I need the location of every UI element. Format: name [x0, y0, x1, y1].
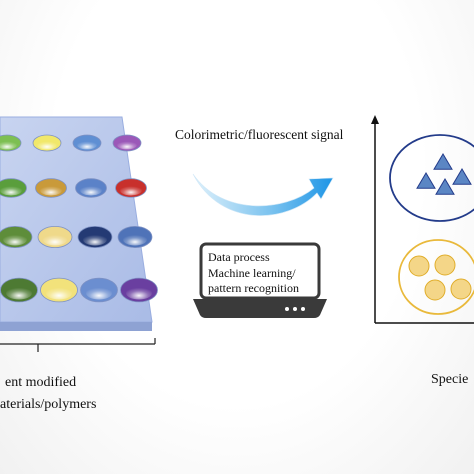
array-label-line-1: ent modified — [5, 375, 77, 390]
well-3-1 — [0, 226, 33, 248]
sensor-array-plate — [0, 116, 158, 331]
laptop-line-2: Machine learning/ — [208, 265, 296, 280]
circle-marker-4 — [450, 278, 472, 300]
array-label-line-2: aterials/polymers — [0, 397, 97, 412]
well-1-2 — [32, 134, 62, 152]
well-1-1 — [0, 134, 22, 152]
triangle-marker-3 — [435, 178, 455, 195]
well-2-1 — [0, 178, 27, 198]
well-4-3 — [80, 277, 118, 303]
well-2-2 — [35, 178, 67, 198]
array-bracket — [0, 338, 156, 352]
species-label: Specie — [431, 372, 469, 387]
species-group-triangles — [389, 134, 474, 222]
plot-axes — [374, 122, 474, 324]
circle-marker-2 — [434, 254, 456, 276]
species-group-circles — [398, 239, 474, 315]
well-1-3 — [72, 134, 102, 152]
well-4-1 — [0, 277, 38, 303]
laptop-screen-text: Data process Machine learning/ pattern r… — [208, 250, 299, 297]
well-2-3 — [75, 178, 107, 198]
triangle-marker-4 — [452, 168, 472, 185]
plate-side-edge — [0, 322, 152, 331]
laptop-line-1: Data process — [208, 250, 270, 264]
signal-label: Colorimetric/fluorescent signal — [175, 127, 344, 142]
well-4-2 — [40, 277, 78, 303]
well-4-4 — [120, 277, 158, 303]
circle-marker-3 — [424, 279, 446, 301]
laptop-icon — [193, 242, 327, 318]
well-3-4 — [117, 225, 153, 248]
well-2-4 — [115, 178, 147, 198]
well-grid — [0, 134, 158, 303]
well-3-3 — [77, 225, 113, 248]
curved-arrow-icon — [192, 173, 334, 216]
laptop-line-3: pattern recognition — [208, 281, 299, 295]
well-3-2 — [37, 225, 73, 248]
array-label: ent modified aterials/polymers — [0, 372, 96, 416]
triangle-marker-1 — [433, 153, 453, 170]
well-1-4 — [112, 134, 142, 152]
y-axis-arrow-icon — [371, 115, 379, 124]
triangle-marker-2 — [416, 172, 436, 189]
circle-marker-1 — [408, 255, 430, 277]
